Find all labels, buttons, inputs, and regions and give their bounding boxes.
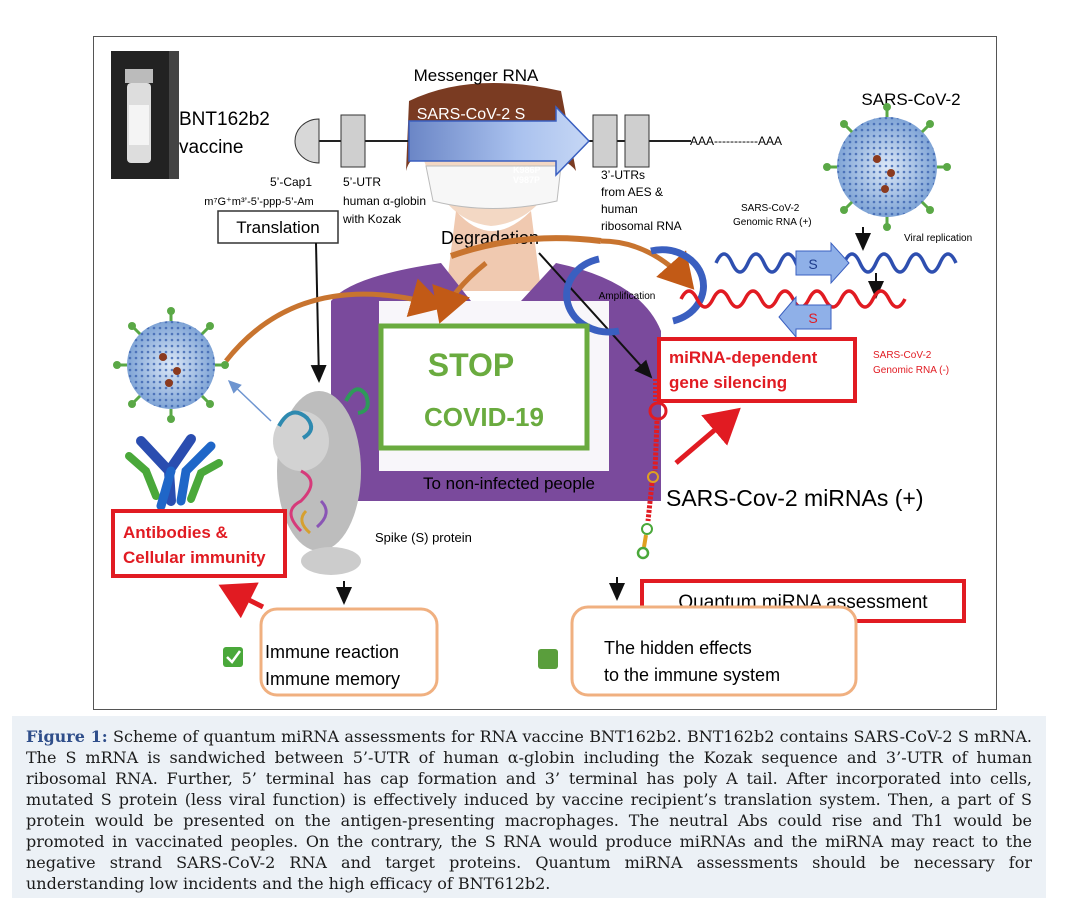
immune-box-line1: Immune reaction bbox=[265, 642, 399, 662]
utr3-block-2 bbox=[624, 114, 650, 168]
figure-caption: Figure 1: Scheme of quantum miRNA assess… bbox=[12, 716, 1046, 898]
orange-curve-right bbox=[600, 238, 695, 290]
spike-protein-label: Spike (S) protein bbox=[375, 530, 472, 545]
utr5-label-line3: with Kozak bbox=[342, 212, 402, 226]
vaccine-label-line1: BNT162b2 bbox=[179, 109, 270, 130]
virus-left bbox=[113, 307, 229, 423]
vaccine-label-line2: vaccine bbox=[179, 137, 243, 158]
caption-label: Figure 1: bbox=[26, 727, 108, 746]
vaccine-vial-photo bbox=[111, 51, 179, 179]
degradation-arrow bbox=[538, 252, 653, 379]
mirna-silencing-box bbox=[657, 337, 857, 403]
mutation-1: K986P bbox=[513, 165, 541, 175]
stop-sign-line1: STOP bbox=[428, 347, 515, 383]
utr3-block-1 bbox=[592, 114, 618, 168]
cap-shape bbox=[294, 118, 320, 164]
genomic-rna-minus-wave bbox=[679, 289, 907, 309]
hidden-effects-box bbox=[570, 605, 858, 697]
immune-box-line2: Immune memory bbox=[265, 669, 400, 689]
utr3-label-line4: ribosomal RNA bbox=[601, 219, 682, 233]
mrna-title: Messenger RNA bbox=[414, 66, 539, 85]
orange-curve-down bbox=[432, 261, 488, 324]
red-arrow-silencing bbox=[674, 407, 741, 465]
utr3-label-line2: from AES & bbox=[601, 185, 663, 199]
mirna-hairpin bbox=[636, 379, 668, 560]
translation-box bbox=[217, 210, 339, 244]
mirna-silencing-line2: gene silencing bbox=[669, 373, 787, 392]
viral-replication-label: Viral replication bbox=[904, 233, 972, 244]
utr5-block bbox=[340, 114, 366, 168]
virus-top-right bbox=[823, 103, 951, 231]
mutation-2: V987P bbox=[513, 175, 540, 185]
s-marker-plus-label: S bbox=[808, 256, 817, 272]
mirnas-plus-label: SARS-Cov-2 miRNAs (+) bbox=[666, 485, 924, 511]
genomic-plus-line2: Genomic RNA (+) bbox=[733, 217, 812, 228]
figure-frame: BNT162b2 vaccine Messenger RNA SARS-CoV-… bbox=[93, 36, 997, 710]
red-arrow-antibodies bbox=[218, 582, 265, 619]
hidden-effects-line2: to the immune system bbox=[604, 665, 780, 685]
cap-label-line2: m⁷G⁺m³’-5’-ppp-5’-Am bbox=[204, 196, 313, 208]
antibodies-illustration bbox=[125, 434, 223, 511]
immune-box bbox=[259, 607, 439, 697]
hidden-effects-line1: The hidden effects bbox=[604, 638, 752, 658]
poly-a-tail: AAA-----------AAA bbox=[690, 134, 782, 148]
utr3-label-line1: 3’-UTRs bbox=[601, 168, 645, 182]
spike-to-virus-arrow bbox=[227, 379, 272, 422]
check-icon bbox=[223, 647, 243, 667]
orange-curve-left bbox=[224, 278, 446, 363]
antibodies-line2: Cellular immunity bbox=[123, 548, 266, 567]
spike-protein-illustration bbox=[273, 387, 370, 575]
green-square-icon bbox=[538, 649, 558, 669]
amplification-arc-left bbox=[563, 255, 620, 336]
stop-sign-line2: COVID-19 bbox=[424, 402, 544, 432]
translation-arrow bbox=[310, 242, 327, 383]
cap-label-line1: 5’-Cap1 bbox=[270, 175, 312, 189]
orange-curve-top bbox=[449, 235, 602, 259]
virus-title: SARS-CoV-2 bbox=[861, 90, 960, 109]
stop-sign-box bbox=[378, 323, 590, 451]
genomic-plus-line1: SARS-CoV-2 bbox=[741, 203, 800, 214]
s-marker-plus bbox=[795, 241, 850, 285]
caption-text: Scheme of quantum miRNA assessments for … bbox=[26, 727, 1032, 893]
s-marker-minus-label: S bbox=[808, 310, 817, 326]
utr3-label-line3: human bbox=[601, 202, 638, 216]
mirna-silencing-line1: miRNA-dependent bbox=[669, 348, 818, 367]
antibodies-line1: Antibodies & bbox=[123, 523, 228, 542]
utr5-label-line2: human α-globin bbox=[343, 194, 426, 208]
genomic-minus-line1: SARS-CoV-2 bbox=[873, 350, 932, 361]
genomic-minus-line2: Genomic RNA (-) bbox=[873, 365, 949, 376]
s-gene-label: SARS-CoV-2 S bbox=[417, 106, 525, 123]
diagram-canvas: BNT162b2 vaccine Messenger RNA SARS-CoV-… bbox=[111, 51, 972, 697]
amplification-label: Amplification bbox=[599, 291, 656, 302]
s-gene-arrow bbox=[408, 105, 591, 177]
amplification-arc-right bbox=[650, 246, 707, 325]
non-infected-label: To non-infected people bbox=[423, 474, 595, 493]
translation-label: Translation bbox=[236, 218, 319, 237]
s-marker-minus bbox=[778, 295, 832, 339]
utr5-label-line1: 5’-UTR bbox=[343, 175, 381, 189]
antibodies-box bbox=[111, 509, 287, 578]
